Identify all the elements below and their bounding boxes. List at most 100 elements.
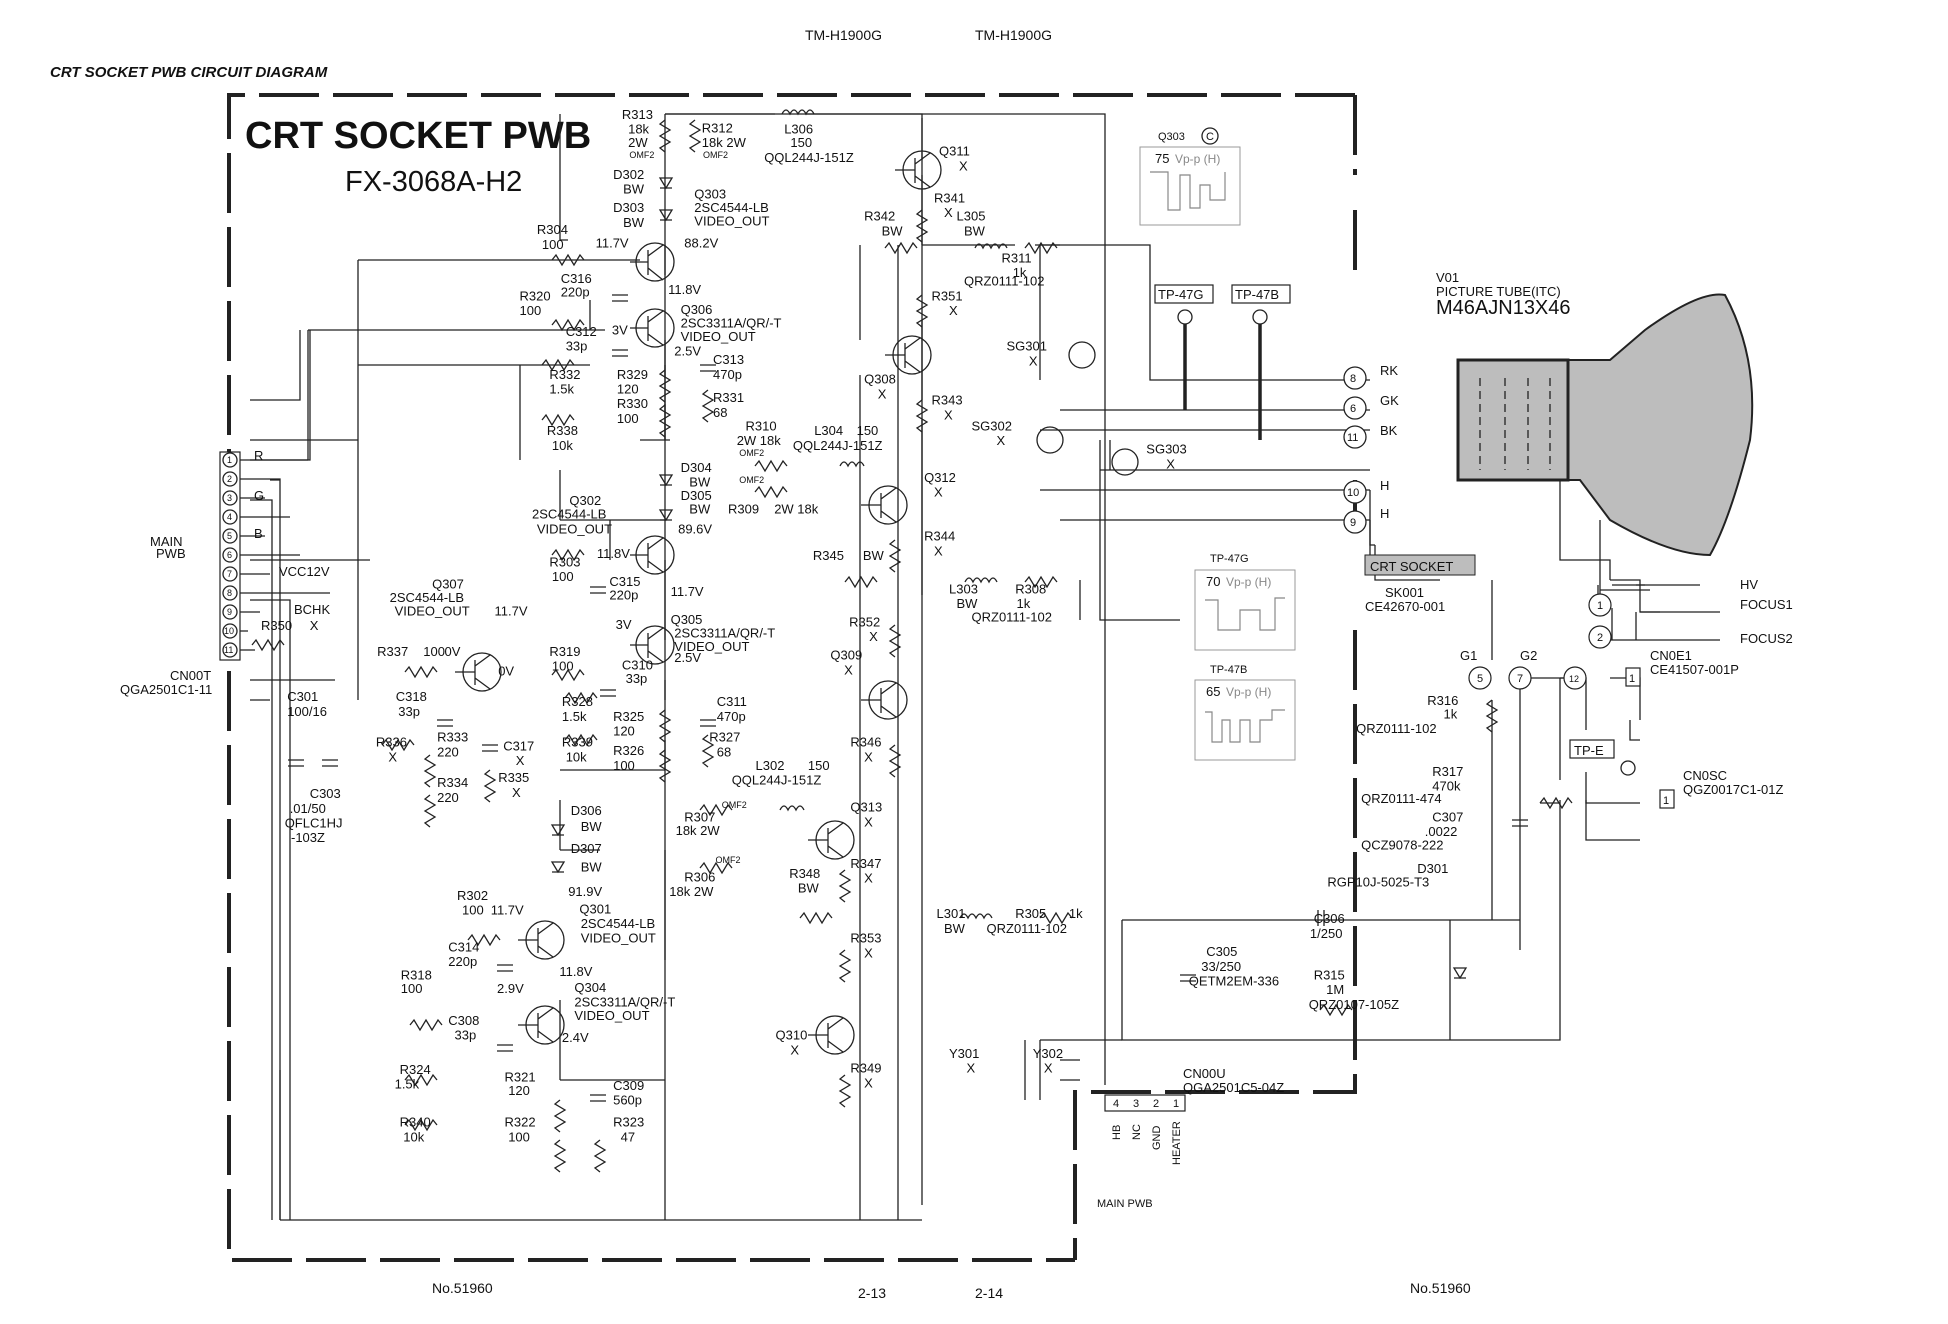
component-label-217: 33/250 [1201,959,1241,974]
component-label-95: C315 [609,574,640,589]
component-label-42: 3V [612,323,628,338]
transistor-q308 [885,335,932,375]
svg-text:Vp-p (H): Vp-p (H) [1175,152,1220,166]
component-label-133: C317 [503,738,534,753]
tp47b[interactable]: TP-47B [1231,284,1291,440]
component-label-59: X [944,407,953,422]
component-label-233: .0022 [1425,824,1458,839]
component-label-56: Q308 [864,372,896,387]
doc-number-right: No.51960 [1410,1280,1471,1296]
component-label-176: BW [944,921,966,936]
component-label-58: R343 [932,393,963,408]
component-label-113: C310 [622,657,653,672]
component-label-33: R320 [520,288,551,303]
component-label-94: QRZ0111-102 [972,610,1052,625]
component-label-161: BW [581,860,603,875]
resistor-r307b [699,861,733,875]
resistor-r311 [1024,241,1058,255]
component-label-178: 1k [1069,906,1083,921]
component-label-15: D303 [613,200,644,215]
transistor-q309 [861,680,908,720]
component-label-183: X [864,945,873,960]
capacitor-c308 [497,1044,513,1052]
resistor-r320 [551,318,585,332]
socket-part: CE42670-001 [1365,599,1445,614]
g2-label: G2 [1520,648,1537,663]
component-label-147: C303 [310,786,341,801]
cn00u-connector [1104,1094,1186,1112]
picture-tube [1456,293,1754,557]
component-label-67: 150 [857,423,879,438]
component-label-7: QQL244J-151Z [764,150,854,165]
resistor-r332 [541,358,575,372]
coil-l306 [781,109,815,116]
component-label-124: 1.5k [562,709,587,724]
component-label-129: R336 [376,735,407,750]
component-label-13: 2SC4544-LB [694,200,768,215]
component-label-93: 1k [1017,596,1031,611]
component-label-186: 100 [401,981,423,996]
component-label-167: 18k 2W [669,884,714,899]
component-label-137: R327 [709,730,740,745]
component-label-146: X [512,785,521,800]
component-label-17: R341 [934,190,965,205]
coil-l301 [959,913,993,920]
component-label-115: 2.5V [674,650,701,665]
spark-gap-sg303 [1111,448,1139,476]
component-label-35: Q306 [681,302,713,317]
tp47g[interactable]: TP-47G [1154,284,1214,410]
tpe[interactable]: TP-E [1569,739,1636,776]
component-label-214: Y302 [1033,1046,1063,1061]
resistor-r302 [467,933,501,947]
svg-text:11: 11 [224,645,233,655]
component-label-132: 220 [437,744,459,759]
component-label-185: R318 [401,968,432,983]
model-label-right: TM-H1900G [975,27,1052,43]
component-label-162: R347 [850,856,881,871]
svg-text:65: 65 [1206,684,1220,699]
svg-text:Vp-p (H): Vp-p (H) [1226,685,1271,699]
tp47g-label: TP-47G [1158,287,1204,302]
component-label-63: X [997,433,1006,448]
diode-d301 [1452,967,1468,980]
resistor-r326 [658,749,672,783]
component-label-31: 220p [561,285,590,300]
svg-text:70: 70 [1206,574,1220,589]
component-label-204: R340 [400,1115,431,1130]
tube-pin-gk-name: GK [1380,393,1399,408]
component-label-96: 220p [609,588,638,603]
tube-pins [1343,366,1367,534]
component-label-226: R316 [1427,693,1458,708]
component-label-105: R352 [849,614,880,629]
resistor-r344 [888,539,902,573]
g1-pin [1468,666,1492,690]
component-label-160: D307 [571,841,602,856]
component-label-224: 1M [1326,982,1344,997]
svg-text:3: 3 [1133,1098,1139,1110]
g2-pin [1508,666,1532,690]
component-label-108: 100 [423,644,445,659]
component-label-180: C314 [448,939,479,954]
component-label-76: 2W 18k [774,502,819,517]
component-label-158: R307 [684,809,715,824]
resistor-r336 [381,738,415,752]
component-label-38: R351 [932,288,963,303]
component-label-216: C305 [1206,944,1237,959]
g1-pin-num: 5 [1477,673,1483,685]
resistor-r331 [701,389,715,423]
component-label-14: VIDEO_OUT [694,214,769,229]
component-label-44: C313 [713,352,744,367]
svg-text:4: 4 [1113,1098,1119,1110]
component-label-174: VIDEO_OUT [581,931,656,946]
component-label-223: R315 [1314,968,1345,983]
resistor-r335 [483,769,497,803]
capacitor-c303 [322,759,338,767]
svg-text:C: C [1206,131,1214,143]
component-label-211: X [310,618,319,633]
component-label-55: 68 [713,405,727,420]
component-label-36: 2SC3311A/QR/-T [681,315,782,330]
component-label-71: D304 [681,460,712,475]
pin-12-num: 12 [1569,674,1579,684]
component-label-230: 470k [1432,779,1461,794]
